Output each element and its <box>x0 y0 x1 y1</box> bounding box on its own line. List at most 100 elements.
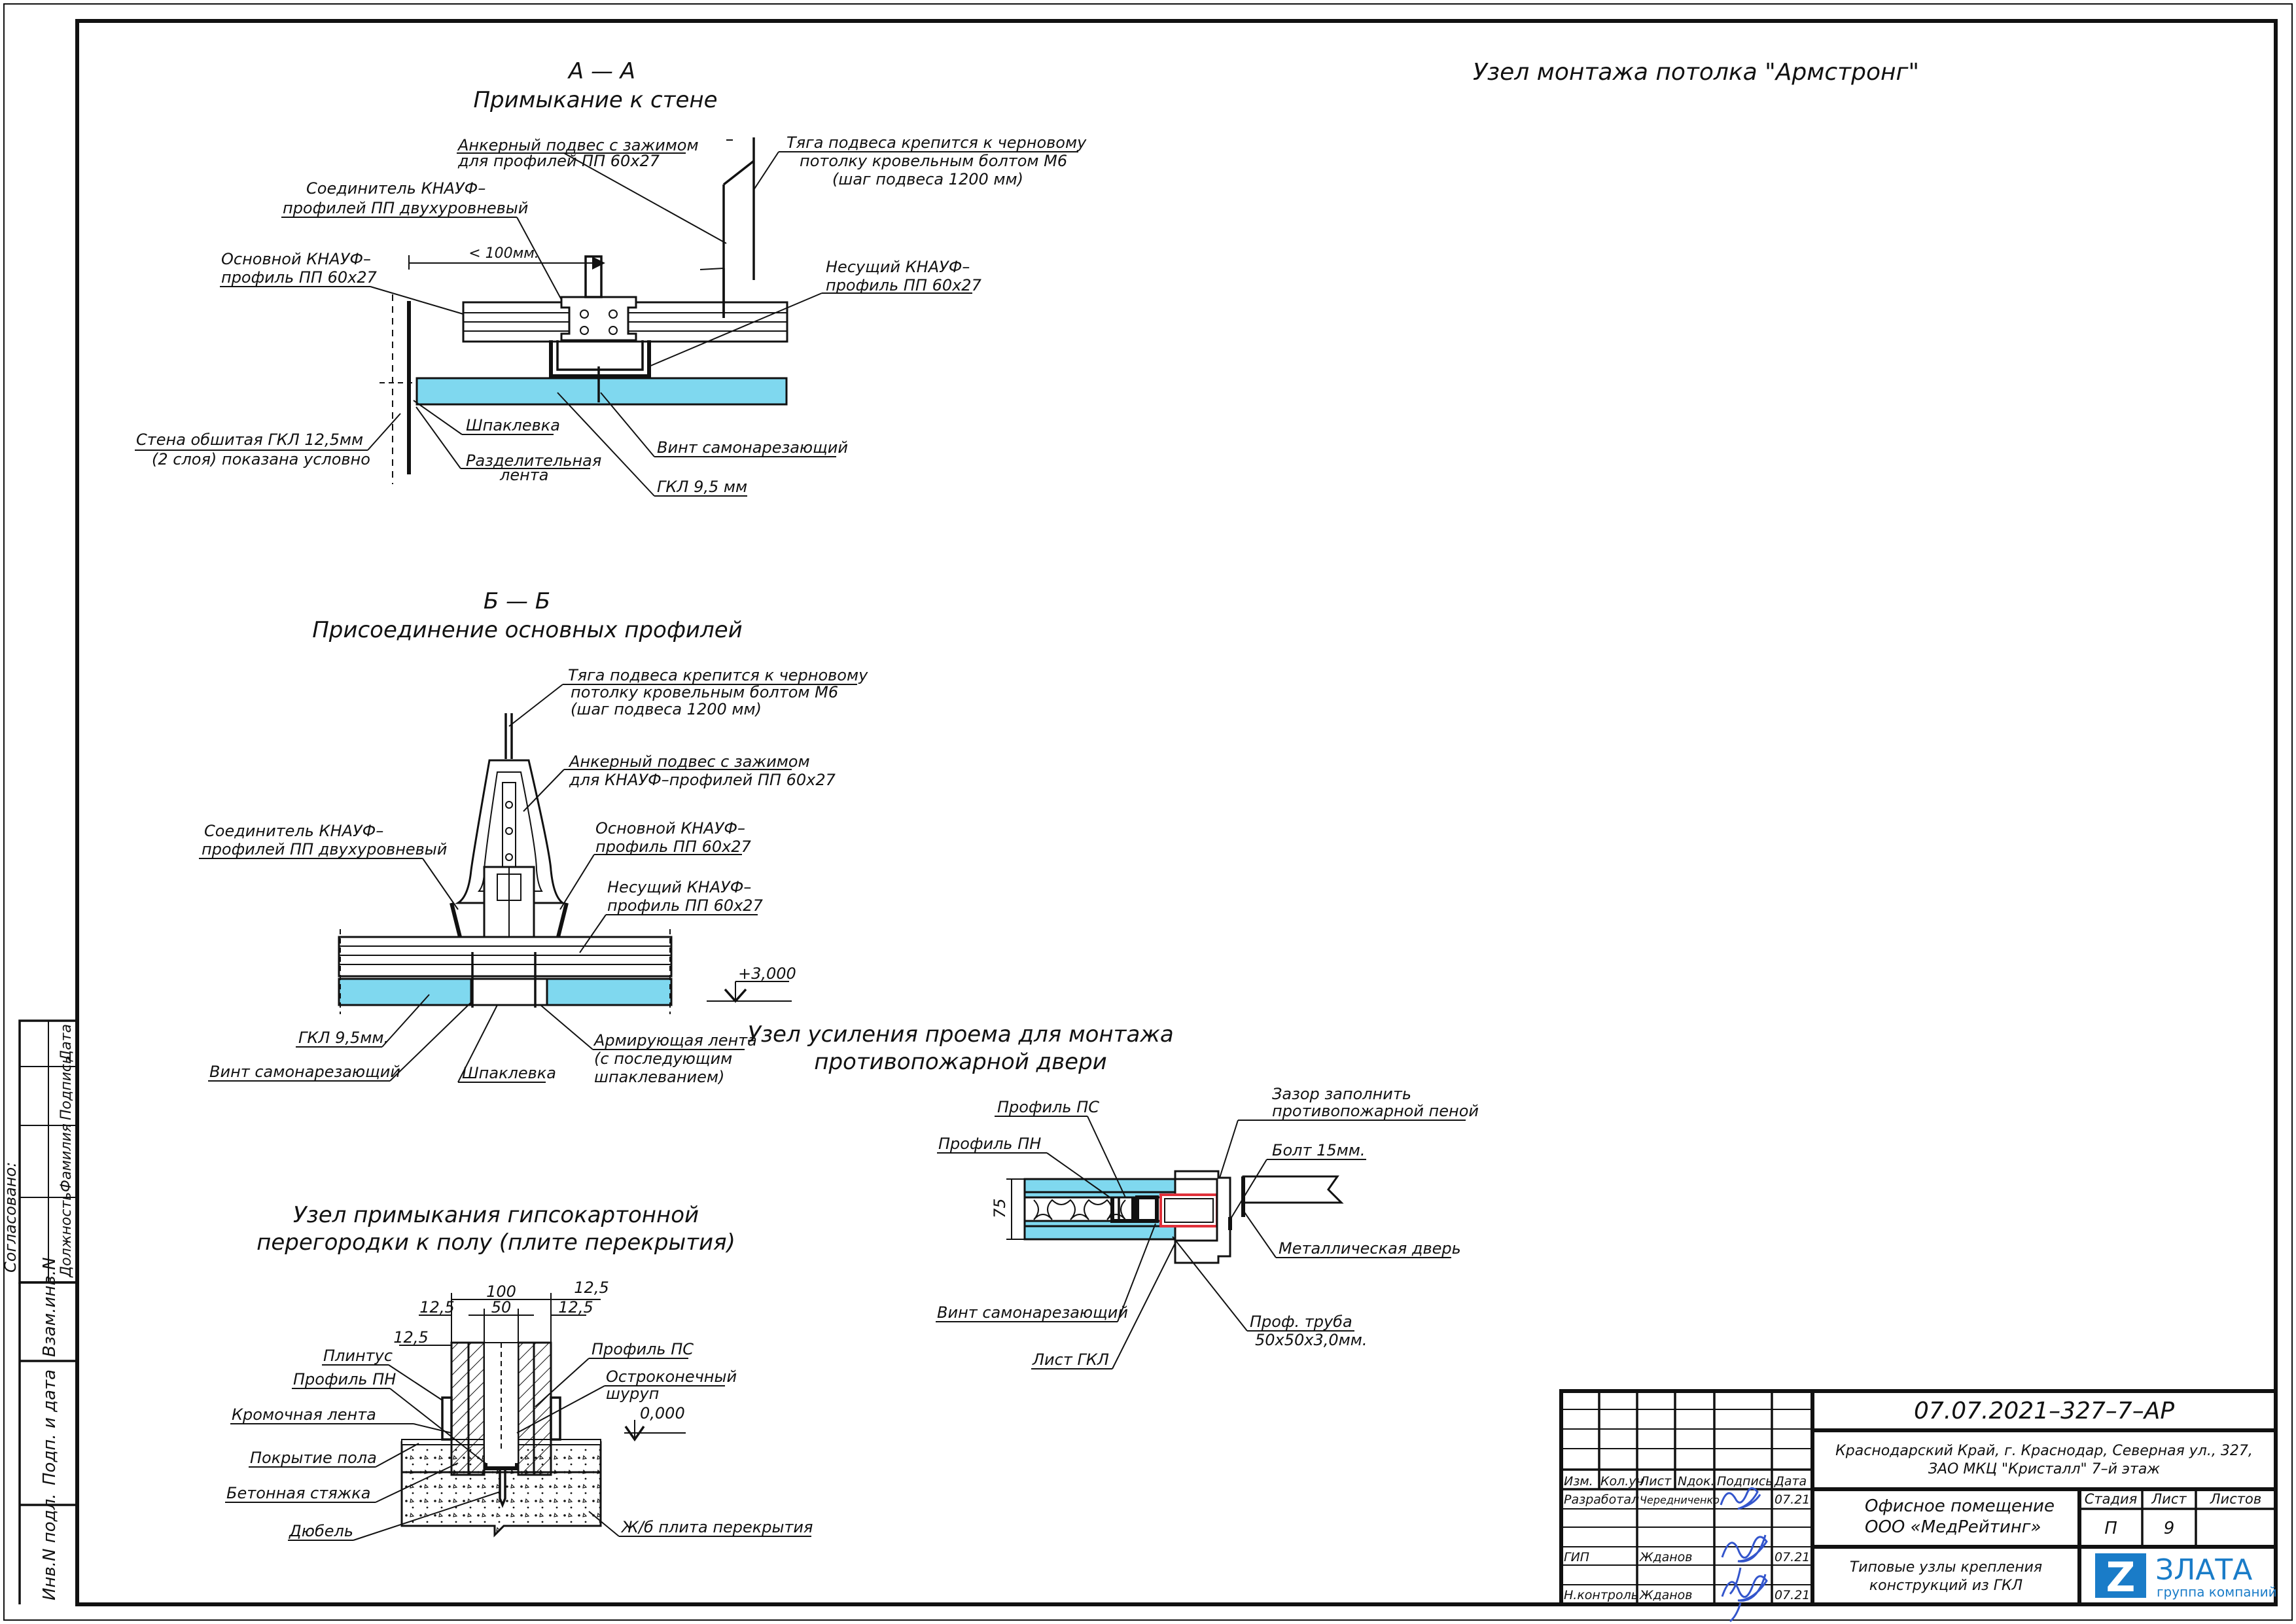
stamp-object-2: ООО «МедРейтинг» <box>1865 1517 2041 1537</box>
floor-pn: Профиль ПН <box>293 1370 396 1388</box>
strip-col-surname: Фамилия <box>58 1123 75 1192</box>
logo-name: ЗЛАТА <box>2155 1553 2252 1587</box>
stamp-object-1: Офисное помещение <box>1865 1496 2055 1516</box>
bb-putty: Шпаклевка <box>462 1064 556 1082</box>
door-pn: Профиль ПН <box>938 1135 1041 1153</box>
bb-screw: Винт самонарезающий <box>209 1063 400 1081</box>
floor-d125-c: 12,5 <box>393 1328 428 1347</box>
aa-putty: Шпаклевка <box>466 416 560 434</box>
bb-rod-2: потолку кровельным болтом М6 <box>571 683 838 701</box>
door-opening: Узел усиления проема для монтажа противо… <box>747 1021 1479 1369</box>
title-block: 07.07.2021–327–7–АР Краснодарский Край, … <box>1559 1389 2278 1623</box>
logo-letter: Z <box>2106 1553 2136 1601</box>
signature-1 <box>1720 1487 1761 1510</box>
stamp-row2-role: ГИП <box>1564 1550 1589 1564</box>
aa-tape-2: лента <box>499 466 548 484</box>
logo-sub: группа компаний <box>2157 1584 2277 1600</box>
door-gap-1: Зазор заполнить <box>1272 1085 1411 1103</box>
floor-sharp-1: Остроконечный <box>606 1368 737 1386</box>
floor-title-2: перегородки к полу (плите перекрытия) <box>256 1229 735 1256</box>
signature-3 <box>1721 1574 1768 1623</box>
sign-date-label: Подп. и дата <box>40 1369 60 1485</box>
floor-screed: Бетонная стяжка <box>226 1484 371 1502</box>
stamp-row2-name: Жданов <box>1639 1550 1693 1564</box>
drawing-frame <box>75 19 2278 1606</box>
door-title-1: Узел усиления проема для монтажа <box>747 1021 1174 1048</box>
stamp-row3-role: Н.контроль <box>1564 1588 1638 1602</box>
bb-main-2: профиль ПП 60х27 <box>595 838 752 856</box>
aa-wall-2: (2 слоя) показана условно <box>152 450 370 468</box>
strip-col-signature: Подпись <box>58 1055 75 1120</box>
aa-rod-1: Тяга подвеса крепится к черновому <box>786 133 1087 152</box>
strip-col-position: Должность <box>58 1192 75 1278</box>
stamp-sheet: 9 <box>2164 1519 2175 1538</box>
stamp-address-1: Краснодарский Край, г. Краснодар, Северн… <box>1835 1443 2253 1459</box>
door-d75: 75 <box>991 1198 1009 1218</box>
floor-level: 0,000 <box>640 1404 685 1422</box>
aa-dim: < 100мм. <box>468 245 539 262</box>
bb-rod-3: (шаг подвеса 1200 мм) <box>571 700 762 718</box>
aa-conn-2: профилей ПП двухуровневый <box>283 199 528 217</box>
section-aa-mark: А — А <box>567 58 635 84</box>
door-bolt: Болт 15мм. <box>1272 1141 1365 1159</box>
door-sheet: Лист ГКЛ <box>1032 1350 1109 1369</box>
bb-tape-1: Армирующая лента <box>593 1031 757 1050</box>
aa-screw: Винт самонарезающий <box>657 438 848 457</box>
aa-rod-2: потолку кровельным болтом М6 <box>800 152 1067 170</box>
bb-anchor-1: Анкерный подвес с зажимом <box>568 752 810 771</box>
section-bb: Б — Б Присоединение основных профилей <box>199 588 868 1086</box>
strip-col-date: Дата <box>58 1024 75 1062</box>
stamp-drawing-2: конструкций из ГКЛ <box>1869 1578 2022 1594</box>
left-strip: Согласовано: Должность Фамилия Подпись Д… <box>1 1019 79 1604</box>
stamp-row3-name: Жданов <box>1639 1588 1693 1602</box>
floor-slab: Ж/б плита перекрытия <box>620 1518 813 1536</box>
floor-junction: Узел примыкания гипсокартонной перегород… <box>225 1202 813 1541</box>
floor-sharp-2: шуруп <box>606 1385 659 1403</box>
section-aa-title: Примыкание к стене <box>473 87 717 113</box>
section-bb-title: Присоединение основных профилей <box>312 617 743 643</box>
bb-level: +3,000 <box>738 964 796 983</box>
armstrong-title: Узел монтажа потолка "Армстронг" <box>1473 59 1919 86</box>
stamp-row1-name: Чередниченко <box>1640 1494 1720 1506</box>
stamp-row3-date: 07.21 <box>1775 1588 1810 1602</box>
stamp-stage-label: Стадия <box>2085 1491 2138 1507</box>
floor-edge: Кромочная лента <box>232 1405 376 1424</box>
bb-conn-2: профилей ПП двухуровневый <box>202 840 447 858</box>
aa-main-2: профиль ПП 60х27 <box>221 268 378 287</box>
aa-rod-3: (шаг подвеса 1200 мм) <box>832 170 1023 188</box>
door-ps: Профиль ПС <box>997 1098 1099 1116</box>
bb-tape-3: шпаклеванием) <box>594 1068 724 1086</box>
stamp-col-sign: Подпись <box>1717 1474 1773 1489</box>
door-tube-2: 50х50х3,0мм. <box>1255 1331 1368 1349</box>
inv-podl-label: Инв.N подл. <box>40 1493 60 1600</box>
floor-cover: Покрытие пола <box>250 1449 377 1467</box>
door-screw: Винт самонарезающий <box>937 1303 1128 1322</box>
bb-carrier-2: профиль ПП 60х27 <box>607 896 764 915</box>
floor-ps: Профиль ПС <box>592 1340 694 1358</box>
stamp-col-ndok: Nдок. <box>1678 1474 1715 1489</box>
aa-anchor-1: Анкерный подвес с зажимом <box>457 136 699 154</box>
stamp-col-date: Дата <box>1774 1474 1807 1489</box>
stamp-drawing-1: Типовые узлы крепления <box>1850 1559 2042 1576</box>
stamp-stage: П <box>2104 1519 2117 1538</box>
bb-tape-2: (с последующим <box>594 1050 732 1068</box>
inv-vzam-label: Взам.инв.N <box>40 1258 60 1357</box>
door-metal-door: Металлическая дверь <box>1279 1239 1461 1258</box>
bb-carrier-1: Несущий КНАУФ– <box>607 878 751 896</box>
aa-carrier-2: профиль ПП 60х27 <box>826 276 982 294</box>
door-title-2: противопожарной двери <box>814 1049 1107 1075</box>
bb-gkl: ГКЛ 9,5мм. <box>298 1029 389 1047</box>
aa-gkl: ГКЛ 9,5 мм <box>657 478 747 496</box>
aa-wall-1: Стена обшитая ГКЛ 12,5мм <box>136 431 363 449</box>
floor-d50: 50 <box>491 1298 512 1316</box>
section-aa: А — А Примыкание к стене < 100м <box>135 58 1087 497</box>
stamp-code: 07.07.2021–327–7–АР <box>1914 1398 2174 1424</box>
floor-plinth: Плинтус <box>323 1347 393 1365</box>
bb-conn-1: Соединитель КНАУФ– <box>204 822 383 840</box>
outer-border <box>3 3 2293 1621</box>
door-tube-1: Проф. труба <box>1250 1313 1352 1331</box>
stamp-row2-date: 07.21 <box>1775 1550 1810 1564</box>
floor-d125-b: 12,5 <box>558 1298 593 1316</box>
stamp-address-2: ЗАО МКЦ "Кристалл" 7–й этаж <box>1928 1461 2160 1477</box>
